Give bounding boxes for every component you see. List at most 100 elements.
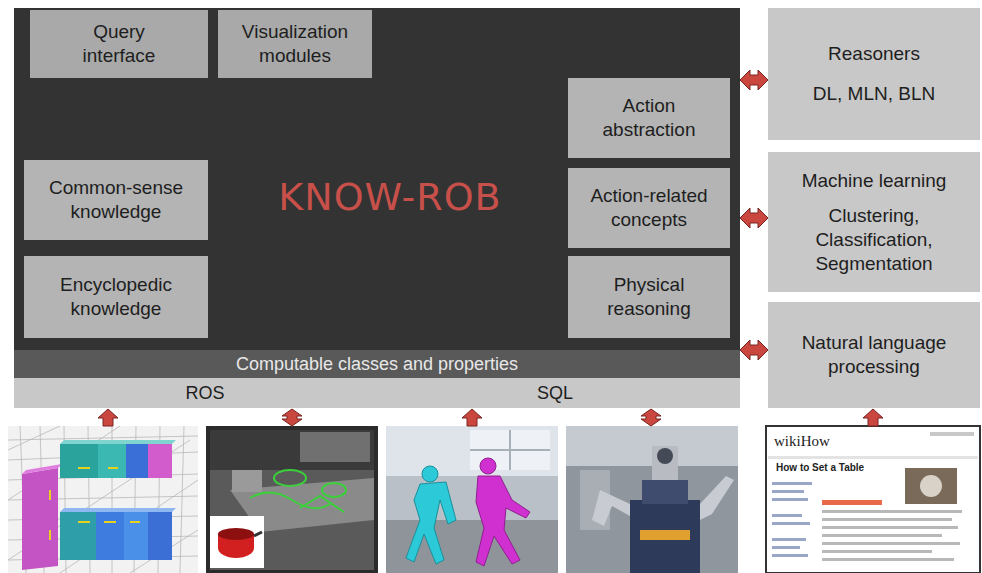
robot-picture-part [592, 490, 630, 526]
input-arrows-part [641, 409, 661, 426]
web-instructions-picture-part [822, 500, 882, 505]
interface-band-label: SQL [537, 382, 573, 405]
cabinet-model-picture [8, 426, 198, 573]
kitchen-scene-picture-part-part [300, 496, 344, 512]
kitchen-scene-picture-part [232, 470, 262, 492]
web-instructions-picture-part-part [772, 546, 800, 549]
language-box: Natural language processing [768, 302, 980, 408]
language-box-label: Natural language processing [784, 331, 964, 379]
human-tracking-picture-part [386, 426, 558, 573]
kitchen-scene-picture-part [254, 532, 262, 536]
label-holder: How to Set a Table [776, 462, 864, 473]
cabinet-model-picture-part [148, 512, 172, 560]
cabinet-model-picture-part [8, 426, 198, 573]
web-instructions-picture-part [930, 432, 974, 436]
web-instructions-picture-part [920, 475, 942, 497]
module-box: Query interface [30, 10, 208, 78]
robot-picture-part [657, 448, 673, 464]
web-instructions-picture-part-part [772, 514, 802, 517]
kitchen-scene-picture-part [300, 432, 370, 462]
kitchen-scene-picture-part-part [250, 492, 330, 508]
web-instructions-picture-part-part [822, 510, 962, 513]
web-instructions-picture-part [768, 456, 978, 459]
module-box-label: Visualization modules [225, 20, 365, 68]
kitchen-scene-picture-part [210, 516, 264, 568]
kitchen-scene-picture-part-part [322, 483, 346, 497]
reasoners-box: ReasonersDL, MLN, BLN [768, 8, 980, 140]
page-heading: How to Set a Table [776, 462, 864, 473]
input-arrows-part [282, 409, 302, 426]
cabinet-model-picture-part [22, 468, 58, 570]
reasoners-box-label: DL, MLN, BLN [813, 82, 935, 106]
knowledge-box: Common-sense knowledge [24, 160, 208, 240]
human-tracking-picture-part-part [480, 458, 496, 474]
robot-picture-part [700, 476, 734, 520]
web-instructions-picture-part-part [772, 498, 808, 501]
web-instructions-picture-part-part [822, 526, 958, 529]
robot-picture-part [652, 446, 678, 480]
web-instructions-picture-part-part [772, 490, 804, 493]
web-instructions-picture-part-part [822, 534, 942, 537]
kitchen-scene-picture-part [206, 426, 378, 573]
cabinet-model-picture-part [148, 444, 172, 478]
computable-band: Computable classes and properties [14, 350, 740, 378]
kitchen-scene-picture-part-part [274, 470, 306, 486]
human-tracking-picture [386, 426, 558, 573]
interface-band: ROSSQL [14, 378, 740, 408]
knowledge-box-label: Encyclopedic knowledge [31, 273, 201, 321]
robot-picture-part [566, 426, 738, 573]
web-instructions-picture-part-part [822, 550, 932, 553]
web-instructions-picture-part [822, 510, 962, 561]
cabinet-model-picture-part-part [50, 468, 140, 540]
action-box-label: Action-related concepts [574, 184, 724, 232]
computable-band-label: Computable classes and properties [236, 353, 518, 376]
robot-picture-part [642, 480, 688, 504]
learning-box-label: Clustering, Classification, Segmentation [799, 204, 949, 275]
kitchen-scene-picture-part [210, 430, 374, 570]
system-title: KNOW-ROB [278, 174, 501, 222]
input-arrows-part [462, 409, 482, 426]
knowledge-box: Encyclopedic knowledge [24, 256, 208, 338]
web-instructions-picture-part-part [772, 482, 812, 485]
double-arrow [740, 340, 768, 360]
action-box-label: Action abstraction [587, 94, 712, 142]
kitchen-scene-picture-part [210, 430, 374, 470]
web-instructions-picture-part-part [822, 558, 954, 561]
human-tracking-picture-part [406, 466, 456, 564]
double-arrow [740, 70, 768, 90]
human-tracking-picture-part-part [476, 476, 530, 566]
learning-box-label: Machine learning [802, 169, 947, 193]
cabinet-model-picture-part-part [20, 426, 184, 573]
cabinet-model-picture-part [126, 444, 148, 478]
web-instructions-picture-part [905, 468, 957, 504]
web-instructions-picture-part-part [822, 518, 952, 521]
web-instructions-picture [766, 426, 980, 573]
human-tracking-picture-part-part [422, 466, 438, 482]
input-arrows-part [863, 409, 883, 426]
kitchen-scene-picture-part [218, 528, 254, 540]
reasoners-box-label: Reasoners [828, 42, 920, 66]
robot-picture-part [640, 530, 690, 540]
cabinet-model-picture-part [96, 512, 124, 560]
kitchen-scene-picture [206, 426, 378, 573]
cabinet-model-picture-part-part [8, 426, 198, 573]
kitchen-scene-picture-part [250, 470, 346, 512]
knowledge-box-label: Common-sense knowledge [31, 176, 201, 224]
web-instructions-picture-part-part [822, 542, 960, 545]
cabinet-model-picture-part [60, 440, 176, 444]
human-tracking-picture-part [476, 458, 530, 566]
double-arrow [740, 208, 768, 228]
input-arrows-part [98, 409, 118, 426]
module-box-label: Query interface [64, 20, 174, 68]
site-name: wikiHow [774, 433, 830, 450]
web-instructions-picture-part-part [772, 522, 810, 525]
cabinet-model-picture-part [60, 444, 98, 478]
human-tracking-picture-part [386, 426, 558, 476]
cabinet-model-picture-part [50, 468, 140, 540]
input-arrows [98, 409, 883, 426]
cabinet-model-picture-part [60, 508, 176, 512]
action-box: Physical reasoning [568, 256, 730, 338]
label-holder: wikiHow [774, 433, 830, 450]
action-box: Action-related concepts [568, 168, 730, 248]
web-instructions-picture-part [766, 426, 980, 573]
